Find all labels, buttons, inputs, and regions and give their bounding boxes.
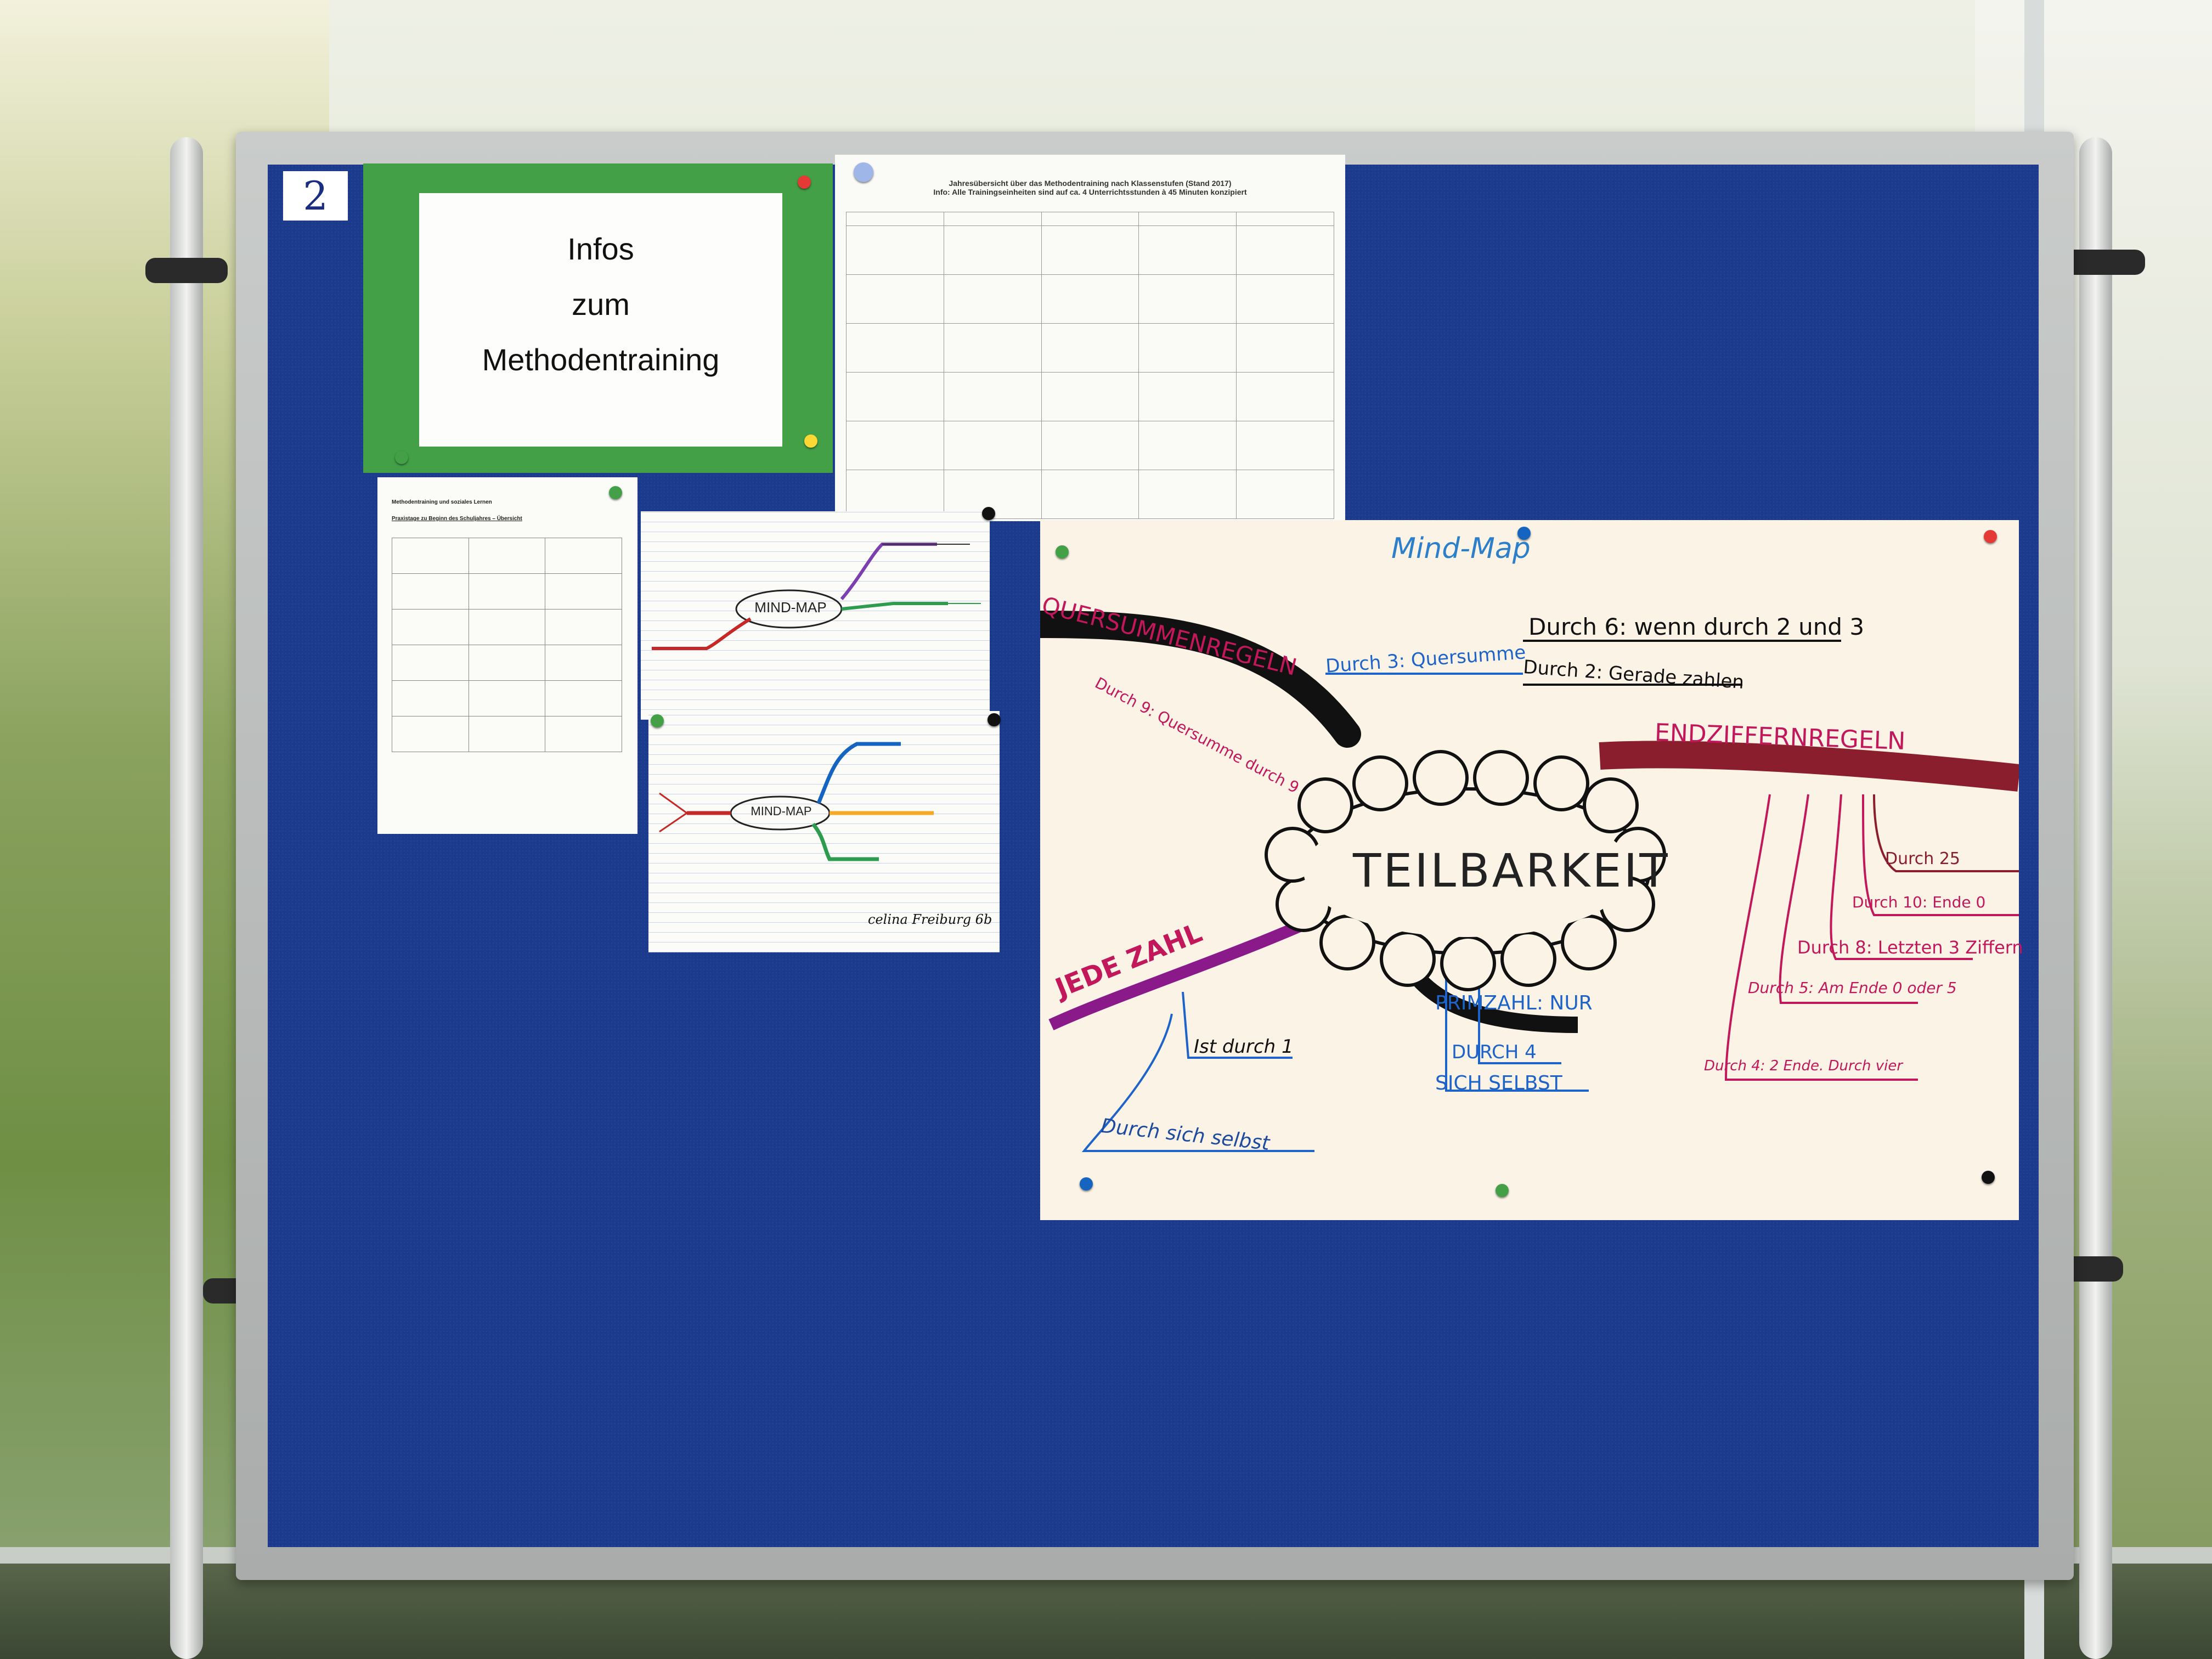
title-card: Infos zum Methodentraining (419, 193, 782, 447)
student-mindmap-sheet-2: MIND-MAP celina Freiburg 6b (648, 711, 1000, 952)
student-mindmap-2-center: MIND-MAP (751, 804, 812, 818)
clamp-top-left (145, 258, 228, 283)
pin-green (651, 714, 664, 727)
pin-blue (854, 162, 873, 182)
yearly-heading-line-2: Info: Alle Trainingseinheiten sind auf c… (933, 188, 1247, 196)
stand-pole-right (2079, 137, 2112, 1659)
schedule-overview-table (392, 538, 622, 752)
pin-green (1056, 545, 1069, 558)
pin-green (1496, 1184, 1509, 1197)
poster-leaf-div8: Durch 8: Letzten 3 Ziffern (1797, 937, 2023, 958)
pin-blue (1517, 527, 1531, 540)
yearly-heading-line-1: Jahresübersicht über das Methodentrainin… (949, 179, 1232, 188)
schedule-overview-title: Methodentraining und soziales Lernen (392, 499, 492, 505)
title-line-3: Methodentraining (482, 342, 720, 377)
poster-title: Mind-Map (1391, 532, 1531, 565)
pin-blue (1080, 1177, 1093, 1190)
poster-drawing (1040, 611, 2019, 1152)
stand-pole-left (170, 137, 203, 1659)
yearly-overview-sheet: Jahresübersicht über das Methodentrainin… (835, 155, 1345, 521)
yearly-overview-heading: Jahresübersicht über das Methodentrainin… (835, 179, 1345, 196)
student-mindmap-1-drawing (652, 543, 981, 650)
pin-red (798, 176, 811, 189)
schedule-overview-sheet: Methodentraining und soziales Lernen Pra… (377, 477, 637, 834)
clamp-top-right (2063, 250, 2145, 275)
poster-leaf-self-prime: SICH SELBST (1435, 1072, 1562, 1094)
title-line-1: Infos (567, 232, 634, 266)
poster-leaf-div1: Ist durch 1 (1194, 1036, 1294, 1058)
poster-branch-prime: PRIMZAHL: NUR (1435, 992, 1593, 1014)
student-mindmap-1-center: MIND-MAP (754, 599, 827, 616)
pin-green (395, 451, 408, 464)
student-mindmap-2-signature: celina Freiburg 6b (868, 912, 992, 927)
student-mindmap-2-drawing (659, 742, 934, 861)
poster-leaf-div25: Durch 25 (1885, 849, 1961, 868)
poster-leaf-div10: Durch 10: Ende 0 (1852, 893, 1986, 911)
pin-red (1984, 530, 1997, 543)
pin-black (982, 507, 995, 520)
poster-leaf-div6: Durch 6: wenn durch 2 und 3 (1528, 613, 1865, 640)
poster-leaf-div4-prime: DURCH 4 (1452, 1041, 1537, 1063)
student-mindmap-sheet-1: MIND-MAP (641, 511, 990, 720)
poster-center: TEILBARKEIT (1353, 844, 1670, 898)
schedule-overview-heading: Praxistage zu Beginn des Schuljahres – Ü… (392, 516, 522, 522)
board-number-card: 2 (283, 171, 348, 221)
divisibility-mindmap-poster: Mind-Map TEILBARKEIT QUERSUMMENREGELN EN… (1039, 520, 2023, 1220)
poster-leaf-div5: Durch 5: Am Ende 0 oder 5 (1748, 979, 1957, 997)
pin-green (609, 486, 622, 499)
pin-yellow (804, 435, 817, 448)
poster-leaf-div4: Durch 4: 2 Ende. Durch vier (1704, 1058, 1903, 1074)
pin-black (1982, 1171, 1995, 1184)
yearly-overview-table (846, 212, 1334, 519)
title-line-2: zum (572, 286, 630, 321)
pin-black (988, 713, 1001, 726)
